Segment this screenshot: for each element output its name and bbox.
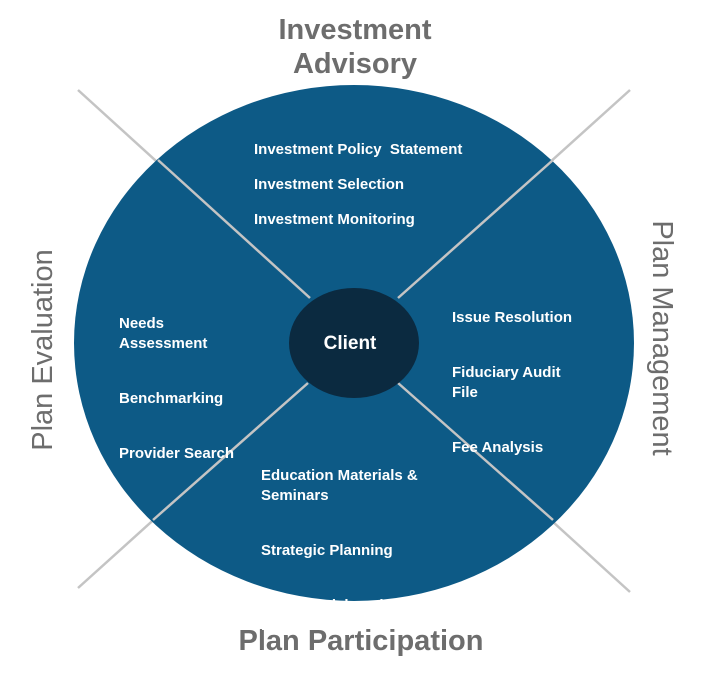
list-item: Strategic Planning: [261, 542, 393, 559]
list-item: Fee Analysis: [452, 439, 544, 456]
divider-br: [397, 382, 554, 521]
label-investment-advisory: Investment Advisory: [278, 14, 432, 80]
list-item: Benchmarking: [119, 390, 224, 407]
list-item: Needs Assessment: [119, 315, 208, 352]
list-item: Issue Resolution: [452, 309, 573, 326]
list-item: Fiduciary Audit File: [452, 364, 561, 401]
quadrant-bottom: Education Materials & Seminars Strategic…: [261, 446, 432, 656]
quadrant-top: Investment Policy Statement Investment S…: [254, 140, 462, 230]
label-plan-management: Plan Management: [646, 220, 678, 456]
list-item: Custom Risk and Target Date Models: [261, 597, 433, 634]
list-item: Investment Selection: [254, 176, 405, 193]
divider-tl: [157, 159, 311, 299]
quadrant-left: Needs Assessment Benchmarking Provider S…: [119, 294, 234, 484]
list-item: Education Materials & Seminars: [261, 467, 418, 504]
client-label: Client: [323, 333, 377, 354]
client-circle: [289, 288, 419, 398]
list-item: Investment Policy Statement: [254, 141, 463, 158]
list-item: Provider Search: [119, 445, 235, 462]
quadrant-right: Issue Resolution Fiduciary Audit File Fe…: [452, 288, 572, 478]
list-item: Investment Monitoring: [254, 211, 415, 228]
label-plan-evaluation: Plan Evaluation: [27, 249, 59, 451]
divider-tr: [397, 159, 554, 299]
label-plan-participation: Plan Participation: [238, 625, 484, 657]
divider-bl: [152, 382, 309, 521]
